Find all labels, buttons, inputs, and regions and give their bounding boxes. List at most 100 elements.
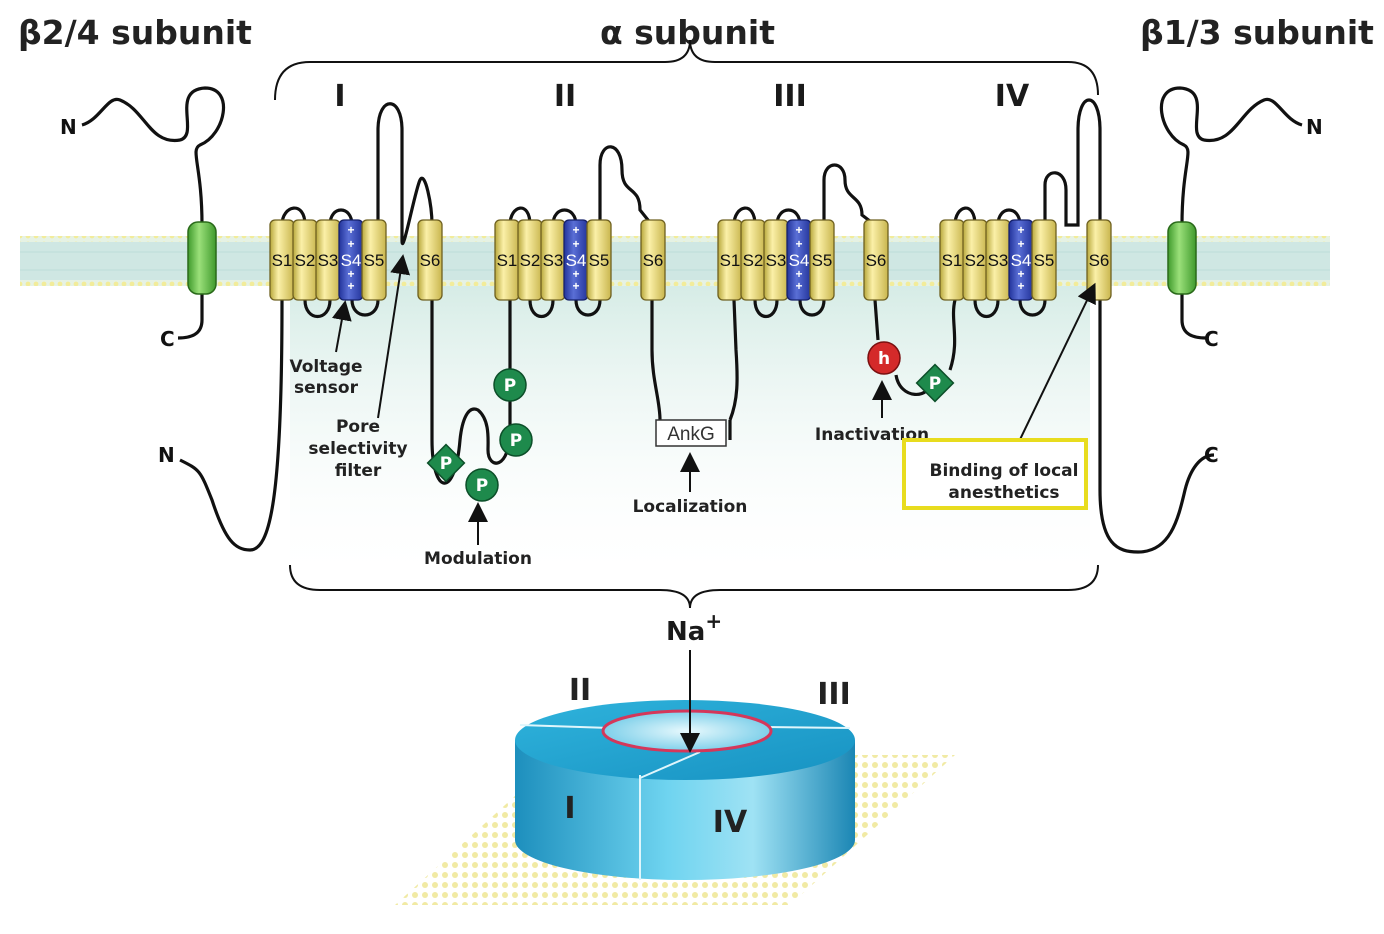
local-anesthetics-label: Binding of local (930, 461, 1079, 481)
phosphorylation-site: P (499, 423, 533, 457)
beta-2-4-c-terminus: C (160, 327, 175, 351)
helix-domain-1-segment-5 (361, 219, 387, 301)
helix-segment-label: S6 (866, 251, 887, 270)
voltage-sensor-label-2: sensor (294, 378, 359, 398)
beta-1-3-helix (1167, 221, 1197, 295)
beta-2-4-helix (187, 221, 217, 295)
phosphorylation-site-diamond: P (915, 363, 955, 403)
helix-segment-label: S4 (566, 251, 587, 270)
domain-label-iv: IV (995, 79, 1030, 114)
helix-segment-label: S3 (766, 251, 787, 270)
voltage-sensor-label: Voltage (289, 357, 362, 377)
inactivation-label: Inactivation (815, 425, 929, 445)
helix-segment-label: S2 (965, 251, 986, 270)
channel-domain-iii: III (817, 677, 851, 712)
channel-3d-schematic (395, 700, 955, 905)
helix-domain-3-segment-5 (809, 219, 835, 301)
helix-segment-label: S2 (520, 251, 541, 270)
alpha-c-terminus: C (1204, 443, 1219, 467)
svg-text:P: P (476, 476, 488, 496)
alpha-top-brace (274, 39, 1099, 101)
s4-charge-mark: + (347, 237, 354, 251)
beta-1-3-n-terminus: N (1306, 115, 1323, 139)
helix-segment-label: S4 (1011, 251, 1032, 270)
helix-segment-label: S1 (720, 251, 741, 270)
phosphorylation-site: P (493, 368, 527, 402)
pore-filter-label-2: selectivity (308, 439, 407, 459)
helix-domain-1-segment-6 (417, 219, 443, 301)
localization-label: Localization (633, 497, 748, 517)
domain-label-ii: II (554, 79, 576, 114)
domain-label-iii: III (773, 79, 807, 114)
s4-charge-mark: + (572, 279, 579, 293)
alpha-n-terminus: N (158, 443, 175, 467)
s4-charge-mark: + (1017, 279, 1024, 293)
s4-charge-mark: + (572, 237, 579, 251)
svg-text:P: P (440, 454, 452, 474)
helix-segment-label: S1 (272, 251, 293, 270)
title-beta-2-4: β2/4 subunit (18, 13, 252, 52)
title-alpha: α subunit (600, 13, 775, 52)
helix-domain-2-segment-5 (586, 219, 612, 301)
helix-domain-4-segment-5 (1031, 219, 1057, 301)
helix-segment-label: S2 (743, 251, 764, 270)
s4-charge-mark: + (795, 279, 802, 293)
helix-domain-4-segment-6 (1086, 219, 1112, 301)
helix-domain-3-segment-6 (863, 219, 889, 301)
svg-text:AnkG: AnkG (667, 424, 715, 445)
voltage-sensor-arrow (332, 300, 352, 353)
s4-charge-mark: + (795, 237, 802, 251)
helix-segment-label: S2 (295, 251, 316, 270)
phosphorylation-site-diamond: P (426, 443, 466, 483)
s4-charge-mark: + (347, 223, 354, 237)
helix-segment-label: S5 (812, 251, 833, 270)
pore-filter-arrow (377, 254, 411, 419)
helix-segment-label: S5 (1034, 251, 1055, 270)
pore-filter-label: Pore (336, 417, 380, 437)
helix-segment-label: S1 (497, 251, 518, 270)
s4-charge-mark: + (347, 279, 354, 293)
phosphorylation-site: P (465, 468, 499, 502)
alpha-bottom-brace (289, 564, 1099, 609)
modulation-label: Modulation (424, 549, 532, 569)
local-anesthetics-label-2: anesthetics (948, 483, 1059, 503)
helix-segment-label: S4 (789, 251, 810, 270)
helix-segment-label: S4 (341, 251, 362, 270)
domain-label-i: I (334, 79, 345, 114)
helix-segment-label: S3 (988, 251, 1009, 270)
channel-domain-iv: IV (713, 805, 748, 840)
channel-domain-i: I (564, 791, 575, 826)
alpha-polypeptide-chain (179, 98, 1215, 554)
channel-cylinder-side (515, 740, 855, 880)
channel-pore (601, 709, 773, 753)
inactivation-gate: h (867, 341, 901, 375)
cell-membrane (20, 236, 1330, 286)
svg-text:P: P (929, 374, 941, 394)
local-anesthetics-box: Binding of local anesthetics (902, 438, 1088, 510)
helix-segment-label: S6 (643, 251, 664, 270)
helix-segment-label: S5 (364, 251, 385, 270)
helix-segment-label: S6 (1089, 251, 1110, 270)
s4-charge-mark: + (1017, 237, 1024, 251)
s4-charge-mark: + (572, 223, 579, 237)
beta-1-3-c-terminus: C (1204, 327, 1219, 351)
svg-text:P: P (504, 376, 516, 396)
s4-charge-mark: + (1017, 267, 1024, 281)
helix-segment-label: S1 (942, 251, 963, 270)
sodium-ion-label: Na+ (666, 609, 722, 647)
beta-2-4-chain (81, 86, 226, 340)
svg-text:h: h (878, 349, 890, 369)
svg-text:P: P (510, 431, 522, 451)
helix-domain-2-segment-6 (640, 219, 666, 301)
beta-1-3-chain (1159, 86, 1303, 340)
helix-segment-label: S3 (543, 251, 564, 270)
channel-domain-ii: II (569, 673, 591, 708)
s4-charge-mark: + (795, 223, 802, 237)
beta-2-4-n-terminus: N (60, 115, 77, 139)
s4-charge-mark: + (795, 267, 802, 281)
ankg-binding-site: AnkG (655, 419, 727, 447)
s4-charge-mark: + (1017, 223, 1024, 237)
helix-segment-label: S3 (318, 251, 339, 270)
